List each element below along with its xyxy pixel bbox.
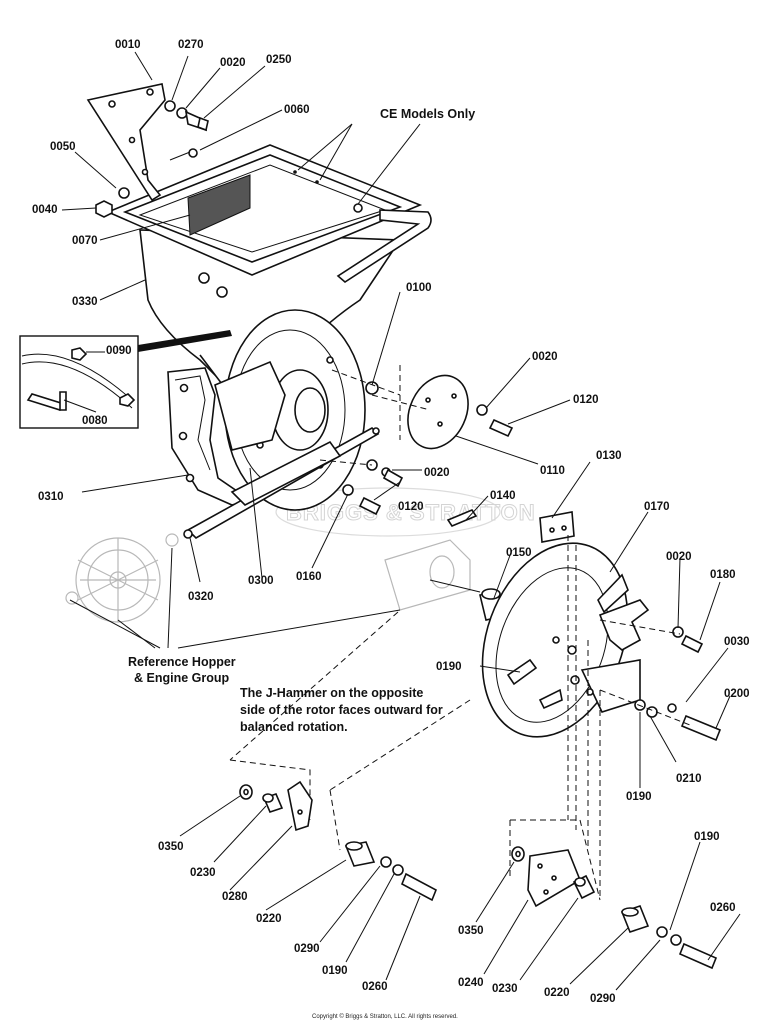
watermark-logo: BRIGGS & STRATTON xyxy=(275,487,536,537)
chipper-blade-0130 xyxy=(539,511,575,543)
jhammer-note-line1: The J-Hammer on the opposite xyxy=(240,686,423,700)
diagram-notes: CE Models Only Reference Hopper & Engine… xyxy=(128,107,475,734)
ce-models-note: CE Models Only xyxy=(380,107,475,121)
callout-0300: 0300 xyxy=(248,575,274,587)
callout-0260: 0260 xyxy=(362,981,388,993)
disc-fasteners xyxy=(599,619,722,742)
callout-0020: 0020 xyxy=(220,57,246,69)
rotor-fasteners xyxy=(319,459,404,516)
reference-note-line2: & Engine Group xyxy=(134,671,230,685)
callout-0280: 0280 xyxy=(222,891,248,903)
callout-0120: 0120 xyxy=(573,394,599,406)
watermark-text: BRIGGS & STRATTON xyxy=(286,500,536,525)
rotor-disc-0030 xyxy=(481,542,650,738)
callout-0190: 0190 xyxy=(322,965,348,977)
callout-0290: 0290 xyxy=(294,943,320,955)
jhammer-note-line3: balanced rotation. xyxy=(240,720,348,734)
callout-0020: 0020 xyxy=(424,467,450,479)
callout-0150: 0150 xyxy=(506,547,532,559)
callout-0250: 0250 xyxy=(266,54,292,66)
support-bar-0320 xyxy=(183,427,380,539)
callout-0060: 0060 xyxy=(284,104,310,116)
callout-0010: 0010 xyxy=(115,39,141,51)
callout-0160: 0160 xyxy=(296,571,322,583)
callout-0350: 0350 xyxy=(158,841,184,853)
callout-0070: 0070 xyxy=(72,235,98,247)
callout-0190: 0190 xyxy=(694,831,720,843)
copyright-text: Copyright © Briggs & Stratton, LLC. All … xyxy=(312,1013,458,1020)
bracket-fasteners xyxy=(95,100,209,218)
callout-0090: 0090 xyxy=(106,345,132,357)
callout-0220: 0220 xyxy=(544,987,570,999)
callout-0230: 0230 xyxy=(190,867,216,879)
callout-0180: 0180 xyxy=(710,569,736,581)
jhammer-note-line2: side of the rotor faces outward for xyxy=(240,703,443,717)
callout-0230: 0230 xyxy=(492,983,518,995)
callout-0210: 0210 xyxy=(676,773,702,785)
callout-0190: 0190 xyxy=(626,791,652,803)
leader-lines xyxy=(61,51,741,991)
callout-0050: 0050 xyxy=(50,141,76,153)
callout-0350: 0350 xyxy=(458,925,484,937)
callout-0100: 0100 xyxy=(406,282,432,294)
inset-detail-box xyxy=(19,330,232,429)
mounting-bracket-0010 xyxy=(86,83,166,202)
callout-0120: 0120 xyxy=(398,501,424,513)
shaft-key-0140 xyxy=(446,509,478,527)
callout-0170: 0170 xyxy=(644,501,670,513)
reference-note-line1: Reference Hopper xyxy=(128,655,236,669)
callout-0310: 0310 xyxy=(38,491,64,503)
hammer-group-right xyxy=(511,846,718,970)
callout-0320: 0320 xyxy=(188,591,214,603)
callout-0110: 0110 xyxy=(540,465,565,477)
bearing-cover-0110 xyxy=(331,365,514,450)
callout-labels: 0010 0270 0020 0250 0060 0050 0040 0070 … xyxy=(32,39,750,1005)
callout-0270: 0270 xyxy=(178,39,204,51)
callout-0140: 0140 xyxy=(490,490,516,502)
callout-0190: 0030 xyxy=(724,636,750,648)
callout-0200: 0200 xyxy=(724,688,750,700)
callout-0040: 0040 xyxy=(32,204,58,216)
callout-0130: 0130 xyxy=(596,450,622,462)
callout-0240: 0240 xyxy=(458,977,484,989)
callout-0290: 0290 xyxy=(590,993,616,1005)
callout-0220: 0220 xyxy=(256,913,282,925)
callout-0330: 0330 xyxy=(72,296,98,308)
rotor-housing-0310 xyxy=(167,367,252,506)
reference-engine-ghost xyxy=(65,533,471,623)
callout-0020: 0020 xyxy=(666,551,692,563)
callout-0080: 0080 xyxy=(82,415,108,427)
callout-0020: 0020 xyxy=(532,351,558,363)
callout-0260: 0260 xyxy=(710,902,736,914)
callout-0030: 0190 xyxy=(436,661,462,673)
hammer-group-left xyxy=(239,780,438,902)
